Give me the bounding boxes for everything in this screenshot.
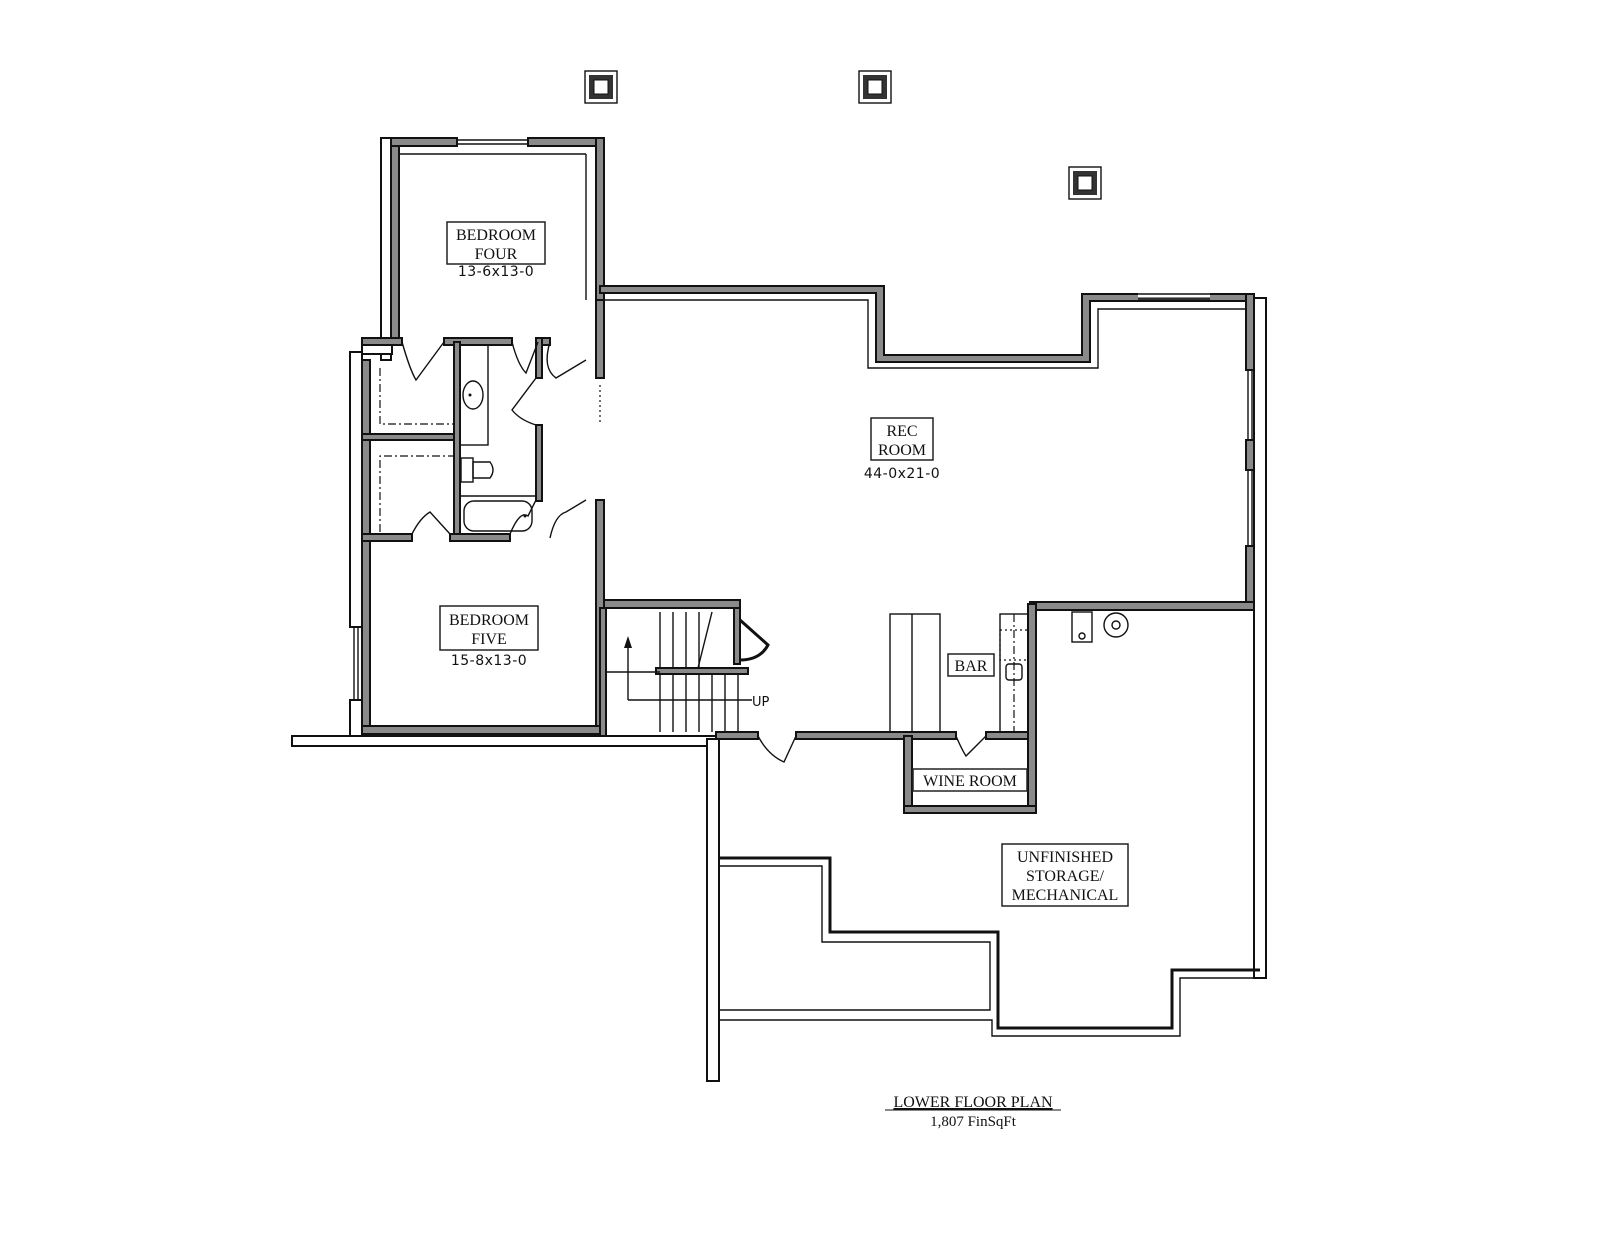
column-post-icon xyxy=(584,70,618,104)
svg-text:BEDROOM: BEDROOM xyxy=(449,612,529,629)
svg-text:BAR: BAR xyxy=(955,658,988,675)
svg-text:MECHANICAL: MECHANICAL xyxy=(1012,887,1119,904)
toilet-icon xyxy=(460,457,494,483)
bar-sink-icon xyxy=(1005,663,1023,681)
bathtub-icon xyxy=(463,500,533,532)
column-post-icon xyxy=(1068,166,1102,200)
column-post-icon xyxy=(858,70,892,104)
furnace-icon xyxy=(1103,612,1129,638)
svg-text:STORAGE/: STORAGE/ xyxy=(1026,868,1104,885)
water-heater-icon xyxy=(1071,611,1093,643)
room-label-bedroom-five: BEDROOM FIVE 15-8x13-0 xyxy=(439,605,539,669)
svg-text:UNFINISHED: UNFINISHED xyxy=(1017,849,1113,866)
stairs-up-label: UP xyxy=(752,695,770,710)
rec-room-walls xyxy=(595,285,1267,979)
svg-text:REC: REC xyxy=(886,423,917,440)
plan-title: LOWER FLOOR PLAN xyxy=(893,1094,1053,1111)
plan-subtitle: 1,807 FinSqFt xyxy=(930,1114,1017,1130)
stair-arrow-icon xyxy=(624,636,752,701)
room-label-storage: UNFINISHED STORAGE/ MECHANICAL xyxy=(1001,843,1129,907)
storage-walls xyxy=(706,603,1262,1082)
svg-text:BEDROOM: BEDROOM xyxy=(456,227,536,244)
room-label-bedroom-four: BEDROOM FOUR 13-6x13-0 xyxy=(446,221,546,280)
bedroom-four-walls xyxy=(380,137,605,361)
svg-text:FIVE: FIVE xyxy=(471,631,507,648)
svg-text:15-8x13-0: 15-8x13-0 xyxy=(451,653,527,669)
svg-text:WINE ROOM: WINE ROOM xyxy=(923,773,1017,790)
bedroom-five-wall xyxy=(361,725,605,735)
bathroom-closets xyxy=(361,337,587,542)
room-label-bar: BAR xyxy=(947,653,995,677)
sink-icon xyxy=(462,380,484,410)
room-label-rec-room: REC ROOM 44-0x21-0 xyxy=(864,417,940,482)
svg-text:ROOM: ROOM xyxy=(878,442,926,459)
svg-text:FOUR: FOUR xyxy=(475,246,518,263)
west-exterior-wall xyxy=(291,343,717,747)
svg-text:13-6x13-0: 13-6x13-0 xyxy=(458,264,534,280)
svg-text:44-0x21-0: 44-0x21-0 xyxy=(864,466,940,482)
room-label-wine-room: WINE ROOM xyxy=(912,768,1028,792)
stairs: UP xyxy=(599,607,770,737)
